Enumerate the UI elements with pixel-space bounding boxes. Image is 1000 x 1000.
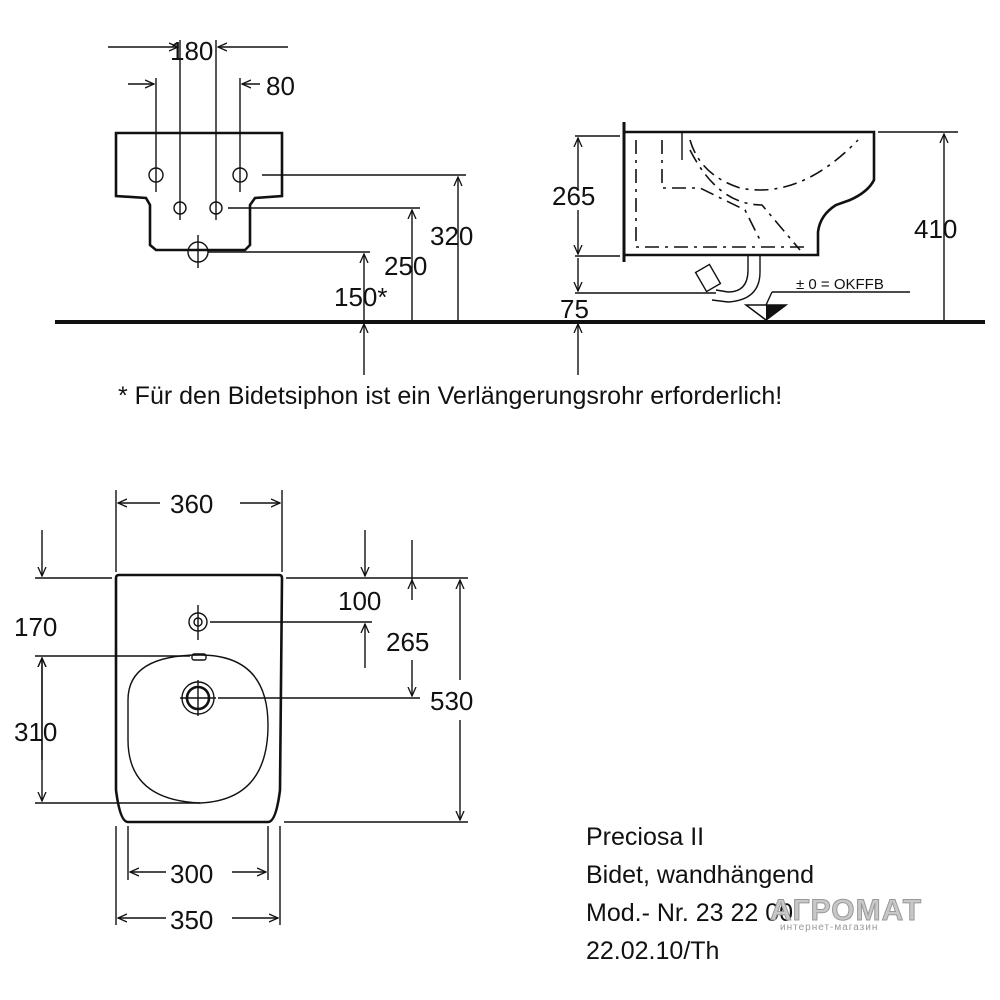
siphon-note: * Für den Bidetsiphon ist ein Verlängeru…	[118, 382, 783, 410]
dim-100: 100	[338, 586, 381, 616]
dim-320: 320	[430, 221, 473, 251]
side-view	[575, 122, 958, 375]
watermark-logo: АГРОМАТ интернет-магазин	[769, 894, 923, 934]
dim-530: 530	[430, 686, 473, 716]
dim-250: 250	[384, 251, 427, 281]
dim-180: 180	[170, 36, 213, 66]
watermark-brand: АГРОМАТ	[769, 894, 923, 928]
floor-reference-label: ± 0 = OKFFB	[796, 276, 884, 293]
model-number: Mod.- Nr. 23 22 00	[586, 899, 794, 927]
dim-350: 350	[170, 905, 213, 935]
dim-300: 300	[170, 859, 213, 889]
dim-150: 150*	[334, 282, 388, 312]
dim-310: 310	[14, 717, 57, 747]
dim-410: 410	[914, 214, 957, 244]
front-view	[108, 40, 466, 375]
product-name: Preciosa II	[586, 823, 705, 851]
dim-75: 75	[560, 294, 589, 324]
dim-360: 360	[170, 489, 213, 519]
product-info: Preciosa II Bidet, wandhängend Mod.- Nr.…	[586, 818, 814, 970]
plan-view	[35, 490, 468, 925]
dim-170: 170	[14, 612, 57, 642]
dim-265-side: 265	[552, 181, 595, 211]
drawing-date: 22.02.10/Th	[586, 937, 720, 965]
dim-265-plan: 265	[386, 627, 429, 657]
dim-80: 80	[266, 71, 295, 101]
product-type: Bidet, wandhängend	[586, 861, 814, 889]
watermark-tagline: интернет-магазин	[780, 922, 879, 933]
